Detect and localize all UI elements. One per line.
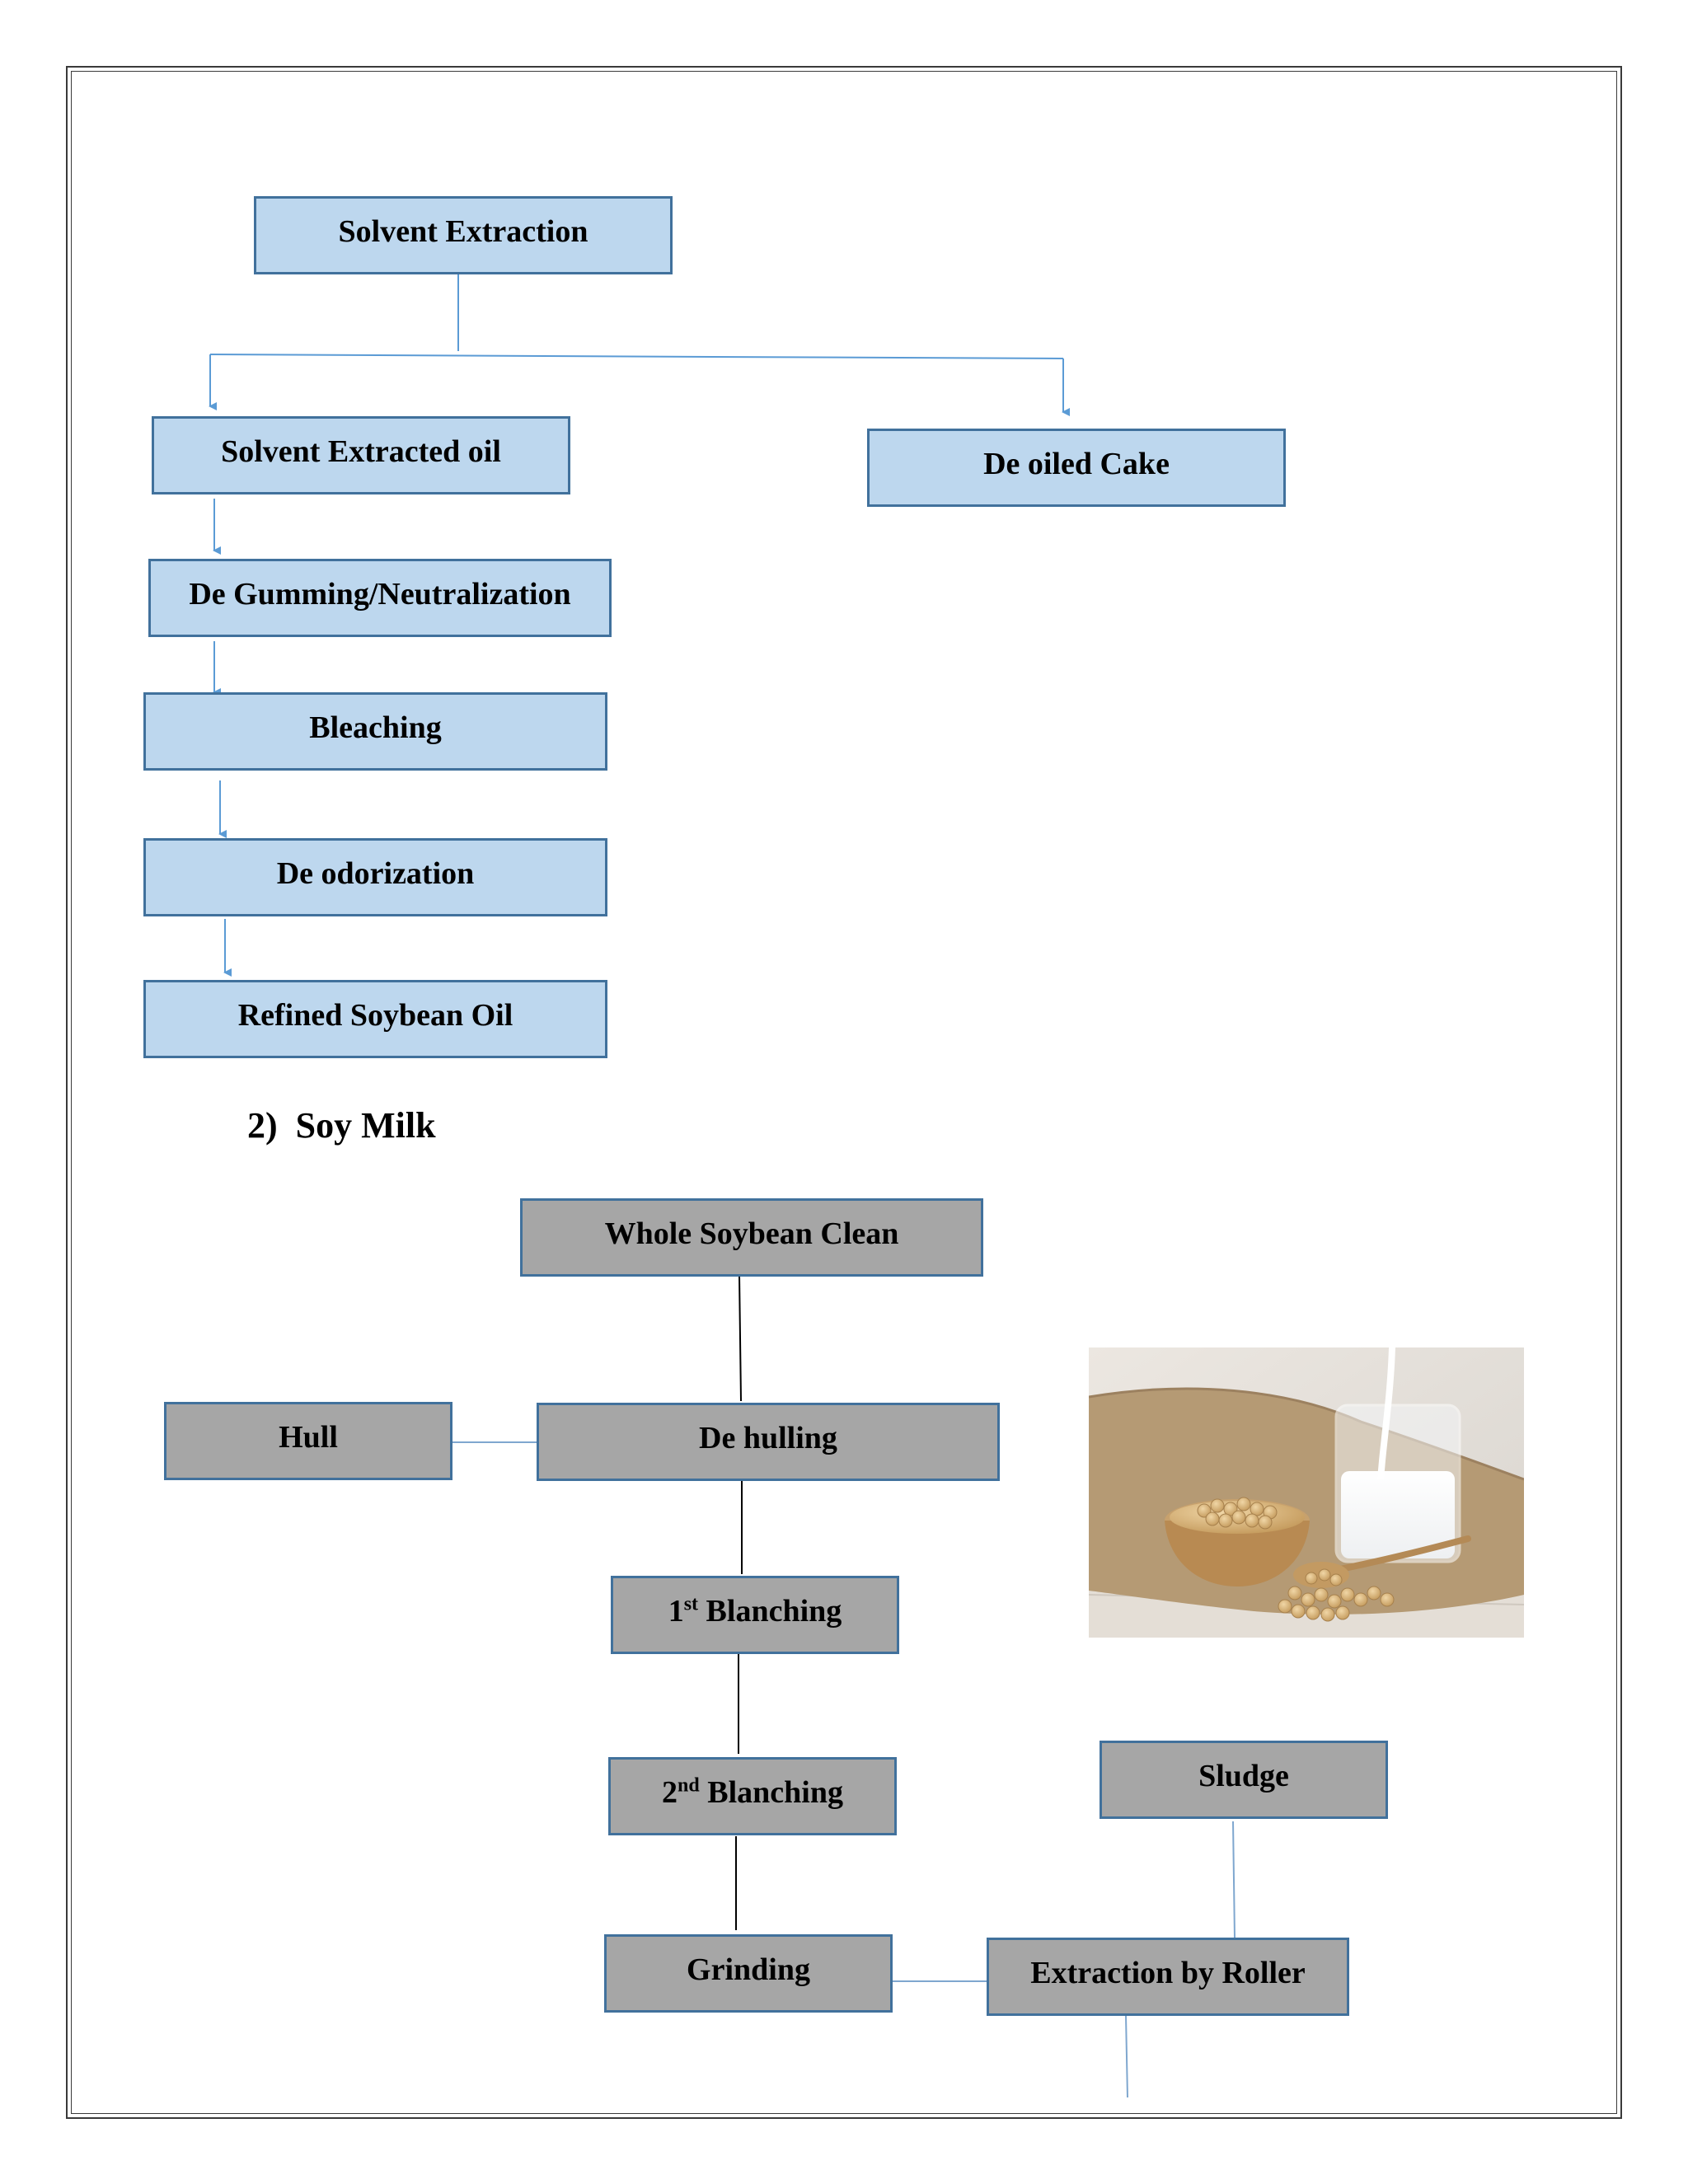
soy-milk-photo-illustration <box>1089 1347 1524 1638</box>
refined-soybean-oil-box: Refined Soybean Oil <box>143 980 607 1058</box>
section-heading-soy-milk: 2) Soy Milk <box>247 1104 436 1146</box>
de-gumming-box: De Gumming/Neutralization <box>148 559 612 637</box>
sludge-label: Sludge <box>1198 1758 1289 1793</box>
hull-box: Hull <box>164 1402 452 1480</box>
soy-milk-photo <box>1089 1347 1524 1638</box>
first-blanching-suffix: st <box>683 1592 699 1615</box>
connector-extraction-branch <box>209 354 1064 359</box>
connector-sludge-to-extraction <box>1232 1821 1236 1939</box>
first-blanching-box: 1st Blanching <box>611 1576 899 1654</box>
de-oiled-cake-label: De oiled Cake <box>983 446 1170 481</box>
extraction-by-roller-box: Extraction by Roller <box>987 1938 1349 2016</box>
solvent-extracted-oil-label: Solvent Extracted oil <box>221 434 501 469</box>
grinding-label: Grinding <box>687 1952 810 1987</box>
bleaching-label: Bleaching <box>309 710 442 745</box>
solvent-extraction-label: Solvent Extraction <box>338 213 588 249</box>
first-blanching-text: Blanching <box>706 1593 842 1629</box>
page-frame-outer <box>66 66 1622 2119</box>
bleaching-box: Bleaching <box>143 692 607 771</box>
page-frame-inner <box>71 71 1617 2114</box>
solvent-extraction-box: Solvent Extraction <box>254 196 673 274</box>
refined-soybean-oil-label: Refined Soybean Oil <box>237 997 513 1033</box>
whole-soybean-clean-label: Whole Soybean Clean <box>604 1216 899 1251</box>
grinding-box: Grinding <box>604 1934 893 2013</box>
second-blanching-text: Blanching <box>707 1774 843 1810</box>
section-number: 2) <box>247 1105 278 1146</box>
first-blanching-label: 1st Blanching <box>668 1593 842 1629</box>
de-hulling-box: De hulling <box>537 1403 1000 1481</box>
first-blanching-ordinal: 1 <box>668 1593 684 1629</box>
second-blanching-suffix: nd <box>678 1774 700 1796</box>
section-title: Soy Milk <box>295 1105 436 1146</box>
de-hulling-label: De hulling <box>699 1420 837 1455</box>
solvent-extracted-oil-box: Solvent Extracted oil <box>152 416 570 494</box>
de-odorization-label: De odorization <box>276 855 475 891</box>
connector-clean-to-dehulling <box>738 1274 742 1402</box>
de-gumming-label: De Gumming/Neutralization <box>189 576 571 612</box>
hull-label: Hull <box>279 1419 338 1455</box>
extraction-by-roller-label: Extraction by Roller <box>1030 1955 1306 1990</box>
second-blanching-ordinal: 2 <box>662 1774 678 1810</box>
sludge-box: Sludge <box>1100 1741 1388 1819</box>
de-odorization-box: De odorization <box>143 838 607 916</box>
second-blanching-label: 2nd Blanching <box>662 1774 843 1811</box>
second-blanching-box: 2nd Blanching <box>608 1757 897 1835</box>
de-oiled-cake-box: De oiled Cake <box>867 429 1286 507</box>
connector-extraction-down <box>1125 2015 1128 2098</box>
whole-soybean-clean-box: Whole Soybean Clean <box>520 1198 983 1277</box>
